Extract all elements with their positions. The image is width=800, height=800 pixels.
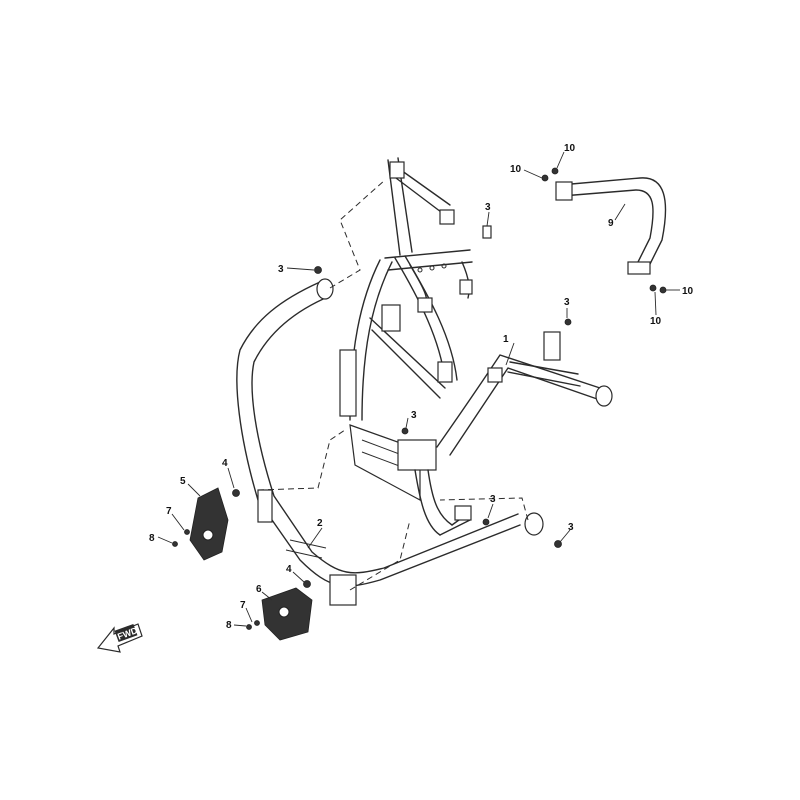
callout-6: 6 <box>256 584 262 595</box>
cover-part-5 <box>189 487 229 561</box>
callout-9: 9 <box>608 218 614 229</box>
main-frame-part-1 <box>339 157 613 536</box>
callout-3-f: 3 <box>568 522 574 533</box>
callout-1: 1 <box>503 334 509 345</box>
callout-3-d: 3 <box>411 410 417 421</box>
leader-lines <box>157 151 680 627</box>
callout-4-b: 4 <box>286 564 292 575</box>
callout-3-e: 3 <box>490 494 496 505</box>
callout-8-b: 8 <box>226 620 232 631</box>
callout-10-c: 10 <box>682 286 694 297</box>
callout-10-b: 10 <box>510 164 522 175</box>
callout-7-b: 7 <box>240 600 246 611</box>
cover-part-6 <box>261 587 313 641</box>
forward-arrow-icon: FWD <box>96 623 143 653</box>
callout-10-a: 10 <box>564 143 576 154</box>
guide-lines <box>257 179 529 591</box>
callout-7-a: 7 <box>166 506 172 517</box>
fasteners <box>172 167 667 630</box>
callout-3-a: 3 <box>278 264 284 275</box>
front-bumper-part-2 <box>236 278 544 606</box>
callout-labels: 1 2 3 3 3 3 3 3 4 4 5 6 7 7 8 8 9 10 10 … <box>149 143 694 631</box>
callout-2: 2 <box>317 518 323 529</box>
callout-5: 5 <box>180 476 186 487</box>
callout-3-c: 3 <box>564 297 570 308</box>
rear-bracket-part-9 <box>555 177 667 275</box>
callout-8-a: 8 <box>149 533 155 544</box>
callout-3-b: 3 <box>485 202 491 213</box>
callout-4-a: 4 <box>222 458 228 469</box>
callout-10-d: 10 <box>650 316 662 327</box>
